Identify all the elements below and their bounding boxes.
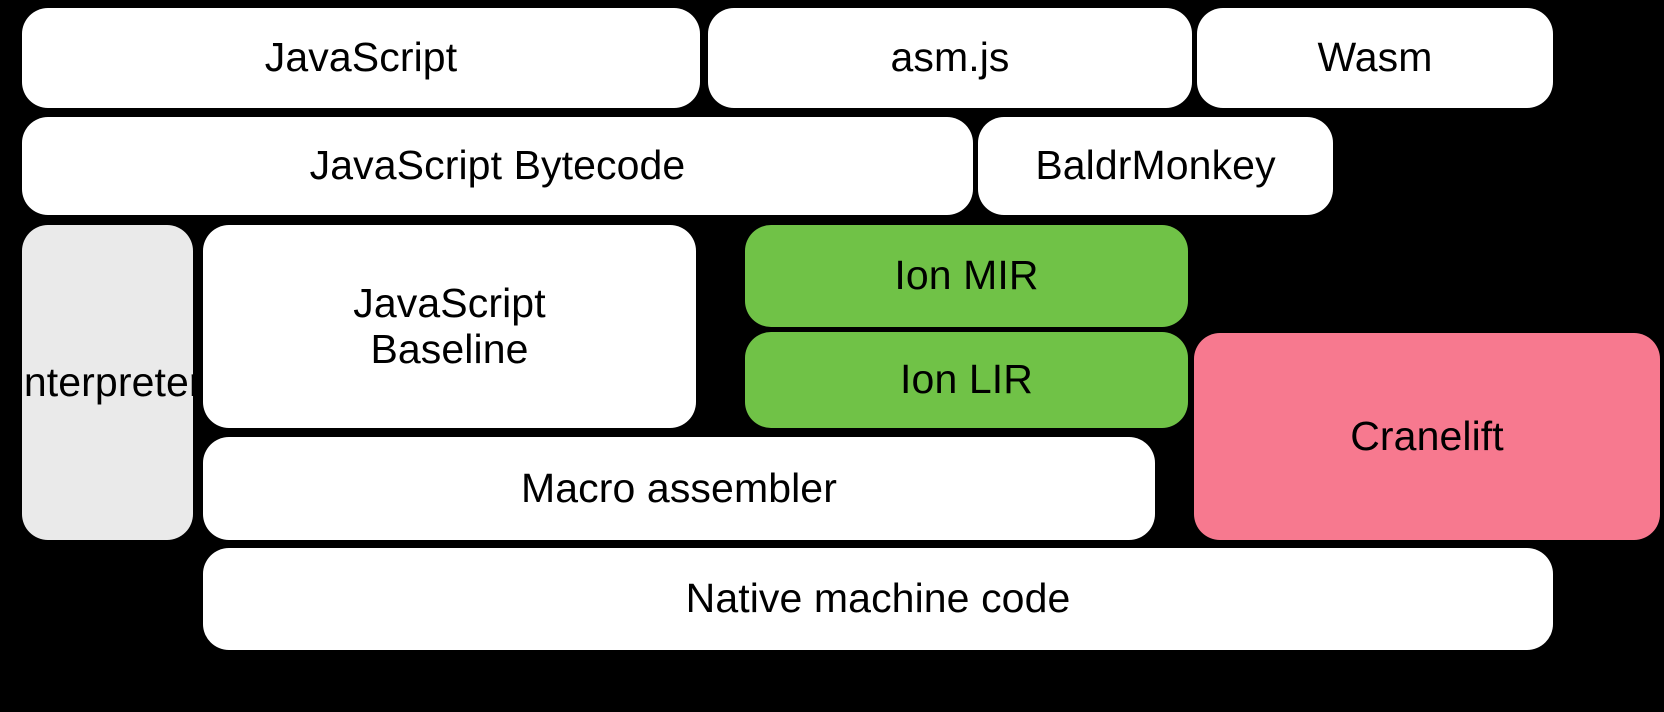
node-cranelift-label: Cranelift [1350,412,1504,459]
node-javascript-label: JavaScript [264,34,458,81]
node-macro-assembler-label: Macro assembler [521,464,837,511]
node-javascript-bytecode-label: JavaScript Bytecode [309,142,686,189]
node-native-machine-code-label: Native machine code [685,575,1071,622]
node-macro-assembler: Macro assembler [203,437,1155,540]
node-ion-mir-label: Ion MIR [894,252,1039,299]
node-javascript-baseline-label: JavaScript Baseline [353,279,546,372]
node-ion-lir: Ion LIR [745,332,1188,428]
node-asm-js: asm.js [708,8,1192,108]
node-interpreter: Interpreter [12,225,203,540]
node-javascript-baseline: JavaScript Baseline [203,225,696,428]
node-baldrmonkey-label: BaldrMonkey [1035,142,1276,189]
node-asm-js-label: asm.js [890,34,1010,81]
node-ion-lir-label: Ion LIR [900,356,1033,403]
node-native-machine-code: Native machine code [203,548,1553,650]
node-javascript-bytecode: JavaScript Bytecode [22,117,973,215]
node-ion-mir: Ion MIR [745,225,1188,327]
node-baldrmonkey: BaldrMonkey [978,117,1333,215]
node-wasm: Wasm [1197,8,1553,108]
node-wasm-label: Wasm [1317,34,1433,81]
node-interpreter-label: Interpreter [12,358,203,405]
node-javascript: JavaScript [22,8,700,108]
node-cranelift: Cranelift [1194,333,1660,540]
